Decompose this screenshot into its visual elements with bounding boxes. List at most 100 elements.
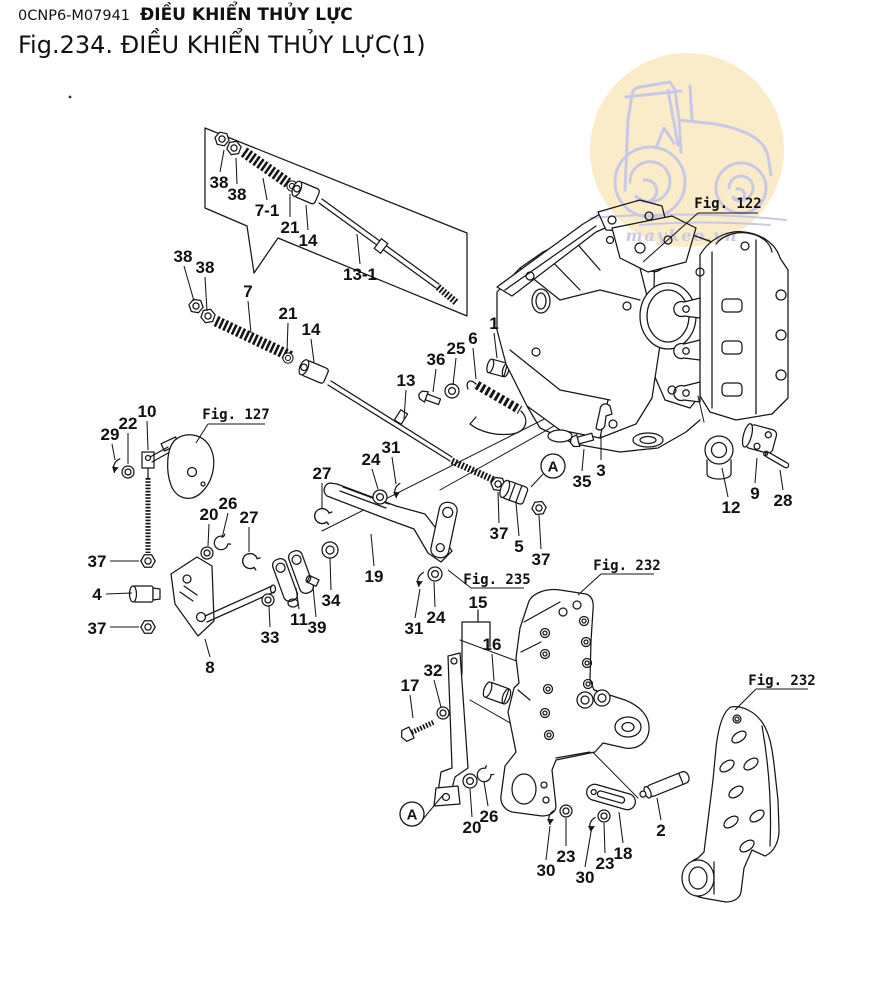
nut-37-c: [140, 554, 156, 568]
leader-line: [111, 443, 116, 461]
snap-ring-27-a: [239, 550, 262, 572]
leader-line: [235, 157, 238, 185]
part-label-3: 3: [596, 461, 605, 480]
leader-line: [105, 592, 133, 595]
part-label-23: 23: [596, 854, 615, 873]
washer-23-b: [597, 809, 611, 823]
leader-line: [452, 357, 457, 386]
part-label-37: 37: [88, 619, 107, 638]
fig-label-leader: [734, 688, 757, 711]
rod-10: [141, 451, 155, 553]
washer-25: [444, 383, 460, 399]
leader-line: [356, 233, 361, 265]
part-label-24: 24: [427, 608, 446, 627]
part-label-25: 25: [447, 339, 466, 358]
part-label-10: 10: [138, 402, 157, 421]
leader-line: [779, 469, 784, 491]
leader-line: [491, 653, 495, 682]
part-label-22: 22: [119, 414, 138, 433]
cylinder-14: [298, 359, 329, 384]
cylinder-9: [741, 423, 778, 454]
detail-marker-label: A: [407, 807, 418, 824]
document-title: ĐIỀU KHIỂN THỦY LỰC: [140, 5, 353, 25]
part-label-23: 23: [557, 847, 576, 866]
leader-line: [721, 467, 729, 498]
bracket-8: [170, 556, 215, 637]
bushing-1: [486, 358, 510, 378]
washer-32: [436, 706, 450, 720]
cylinder-14-inset: [291, 180, 320, 205]
inset-box: [204, 127, 468, 317]
leader-line: [403, 389, 407, 420]
pin-4: [128, 585, 161, 603]
part-label-37: 37: [88, 552, 107, 571]
part-label-5: 5: [514, 537, 523, 556]
part-label-27: 27: [313, 464, 332, 483]
part-label-4: 4: [92, 585, 102, 604]
bracket-fig232-right: [681, 706, 780, 903]
leader-line: [414, 588, 421, 619]
leader-line: [312, 586, 317, 618]
leader-line: [204, 638, 211, 658]
leader-line: [754, 457, 758, 484]
part-label-2: 2: [656, 821, 665, 840]
part-label-26: 26: [480, 807, 499, 826]
part-label-9: 9: [750, 484, 759, 503]
part-label-26: 26: [219, 494, 238, 513]
leader-line: [545, 825, 551, 861]
washer-21: [282, 352, 294, 364]
fig-reference-label: Fig. 232: [593, 558, 660, 574]
part-label-27: 27: [240, 508, 259, 527]
link-18: [586, 783, 636, 811]
part-label-30: 30: [537, 861, 556, 880]
bolt-35: [569, 432, 595, 448]
leader-line: [603, 822, 606, 854]
part-label-13-1: 13-1: [343, 265, 377, 284]
part-label-37: 37: [490, 524, 509, 543]
part-label-6: 6: [468, 329, 477, 348]
part-label-20: 20: [463, 818, 482, 837]
leader-line: [497, 491, 500, 524]
part-label-20: 20: [200, 505, 219, 524]
part-label-38: 38: [210, 173, 229, 192]
leader-line: [371, 468, 379, 490]
part-label-35: 35: [573, 472, 592, 491]
lever-19: [323, 482, 458, 563]
pin-2: [639, 771, 690, 799]
leader-line: [433, 581, 436, 608]
eyelet-12: [704, 435, 734, 480]
washer-34: [321, 541, 339, 559]
leader-line: [391, 456, 397, 485]
leader-line: [515, 502, 520, 537]
part-label-8: 8: [205, 658, 214, 677]
detail-marker-circle: [540, 453, 566, 479]
leader-line: [219, 149, 225, 173]
washer-20-b: [462, 773, 478, 789]
watermark-text: maykeo.vn: [626, 226, 739, 245]
part-label-29: 29: [101, 425, 120, 444]
part-label-16: 16: [483, 635, 502, 654]
part-label-19: 19: [365, 567, 384, 586]
washer-24-a: [372, 489, 388, 505]
spring-6: [466, 380, 527, 436]
part-label-12: 12: [722, 498, 741, 517]
leader-line: [268, 605, 271, 628]
part-label-7: 7: [243, 282, 252, 301]
bracket-fig232-center: [500, 588, 650, 817]
leader-line: [483, 781, 489, 807]
ink-speck: [68, 95, 72, 99]
document-code: 0CNP6-M07941: [18, 8, 131, 24]
leader-line: [433, 679, 442, 708]
leader-line: [409, 694, 414, 719]
nut-37-b: [530, 500, 548, 516]
leader-line: [538, 514, 542, 550]
part-label-28: 28: [774, 491, 793, 510]
part-label-21: 21: [279, 304, 298, 323]
washer-33: [261, 593, 275, 607]
fig-label-leader: [447, 569, 472, 589]
part-label-7-1: 7-1: [255, 201, 280, 220]
spring-rod-group: [187, 298, 496, 484]
snap-ring-26: [211, 532, 232, 553]
